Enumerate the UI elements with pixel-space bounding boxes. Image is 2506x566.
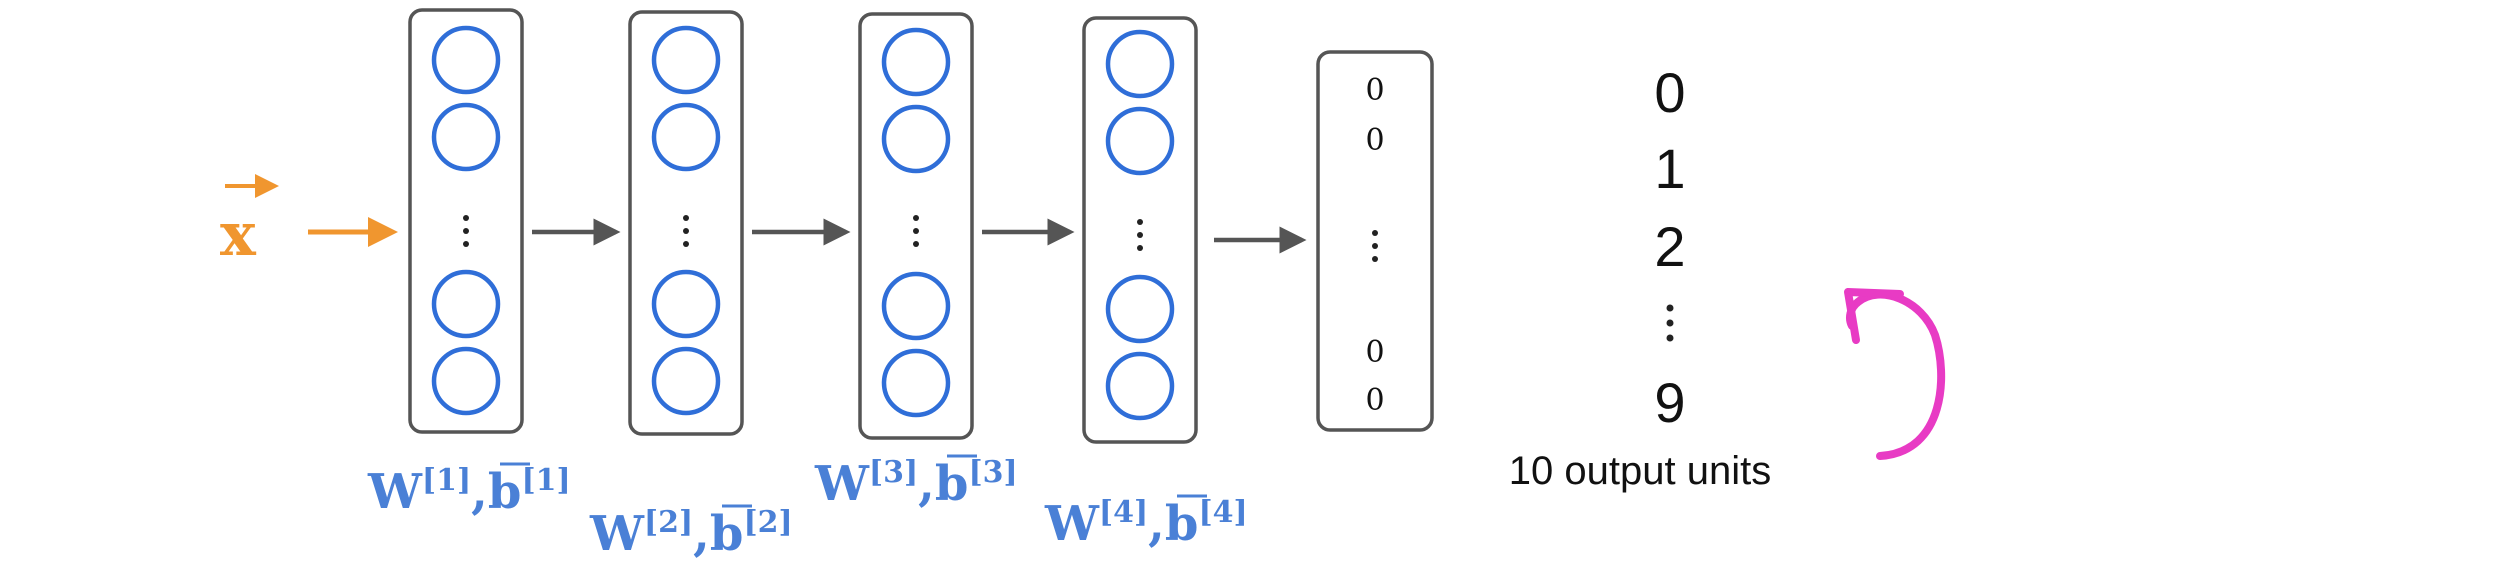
bias-superscript: [4] [1198, 495, 1247, 530]
class-digit: 2 [1654, 215, 1685, 278]
neuron [881, 27, 951, 97]
svg-text:W[3],b[3]: W[3],b[3] [814, 455, 1018, 512]
svg-text:W[4],b[4]: W[4],b[4] [1044, 495, 1248, 552]
layer-1 [408, 8, 524, 434]
param-label-layer-1: W[1],b[1] [367, 462, 571, 520]
weight-symbol: W [814, 456, 870, 512]
layer-box [1082, 16, 1198, 444]
vertical-ellipsis-icon [1137, 219, 1143, 251]
output-value: 0 [1365, 73, 1384, 108]
svg-text:W[1],b[1]: W[1],b[1] [367, 463, 571, 520]
output-value: 0 [1365, 383, 1384, 418]
svg-text:W[2],b[2]: W[2],b[2] [589, 505, 793, 562]
bias-superscript: [2] [743, 505, 792, 540]
neuron [881, 104, 951, 174]
weight-symbol: W [367, 464, 423, 520]
curved-arrow-icon [1844, 288, 1946, 460]
layer-4 [1082, 16, 1198, 444]
neuron [1105, 29, 1175, 99]
bias-symbol: b [710, 506, 744, 562]
weight-superscript: [1] [422, 463, 471, 498]
bias-symbol: b [935, 456, 969, 512]
bias-superscript: [3] [968, 455, 1017, 490]
neuron [1105, 106, 1175, 176]
param-label-layer-2: W[2],b[2] [589, 504, 793, 562]
vertical-ellipsis-icon [913, 215, 919, 247]
class-labels: 0 1 2 9 10 output units [1509, 61, 1771, 493]
class-digit: 9 [1654, 371, 1685, 434]
neuron [1105, 351, 1175, 421]
weight-superscript: [2] [644, 505, 693, 540]
output-units-caption: 10 output units [1509, 449, 1771, 493]
neuron [651, 102, 721, 172]
bias-symbol: b [488, 464, 522, 520]
vertical-ellipsis-icon [1666, 304, 1674, 342]
input-x: x [220, 174, 279, 270]
layer-3 [858, 12, 974, 440]
vertical-ellipsis-icon [683, 215, 689, 247]
class-digit: 0 [1654, 61, 1685, 124]
class-digit: 1 [1654, 137, 1685, 200]
neuron [431, 346, 501, 416]
vertical-ellipsis-icon [1372, 230, 1378, 262]
output-value: 0 [1365, 123, 1384, 158]
neuron [431, 102, 501, 172]
layer-2 [628, 10, 744, 436]
weight-superscript: [4] [1099, 495, 1148, 530]
layer-box [858, 12, 974, 440]
neuron [431, 25, 501, 95]
bias-symbol: b [1165, 496, 1199, 552]
weight-symbol: W [1044, 496, 1100, 552]
neuron [881, 348, 951, 418]
neuron [651, 25, 721, 95]
layer-box [628, 10, 744, 436]
weight-symbol: W [589, 506, 645, 562]
output-value: 0 [1365, 335, 1384, 370]
output-vector-box [1316, 50, 1434, 432]
bias-superscript: [1] [521, 463, 570, 498]
param-label-layer-3: W[3],b[3] [814, 454, 1018, 512]
neuron [1105, 274, 1175, 344]
output-vector: 0 0 0 0 [1316, 50, 1434, 432]
input-symbol: x [220, 200, 257, 270]
neuron [881, 271, 951, 341]
param-label-layer-4: W[4],b[4] [1044, 494, 1248, 552]
vertical-ellipsis-icon [463, 215, 469, 247]
neuron [651, 346, 721, 416]
weight-superscript: [3] [869, 455, 918, 490]
neuron [431, 269, 501, 339]
neuron [651, 269, 721, 339]
